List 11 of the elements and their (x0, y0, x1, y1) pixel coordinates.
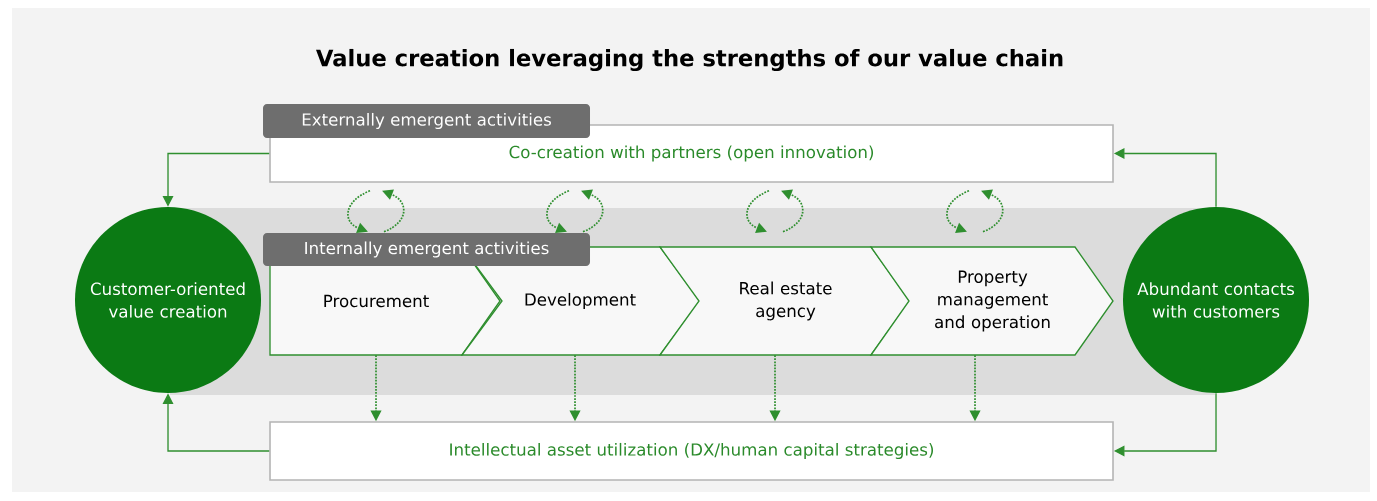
arrow (581, 189, 604, 233)
text-box: Intellectual asset utilization (DX/human capital strategies) (269, 421, 1114, 481)
arrow (981, 189, 1004, 233)
circle-node: Customer-oriented value creation (75, 207, 261, 393)
circle-node: Abundant contacts with customers (1123, 207, 1309, 393)
tab-label: Internally emergent activities (263, 233, 590, 266)
process-step: Property management and operation (869, 246, 1114, 356)
process-step: Real estate agency (658, 246, 911, 356)
arrow (781, 189, 804, 233)
arrow (382, 189, 405, 233)
title: Value creation leveraging the strengths of our value chain (316, 48, 1063, 72)
